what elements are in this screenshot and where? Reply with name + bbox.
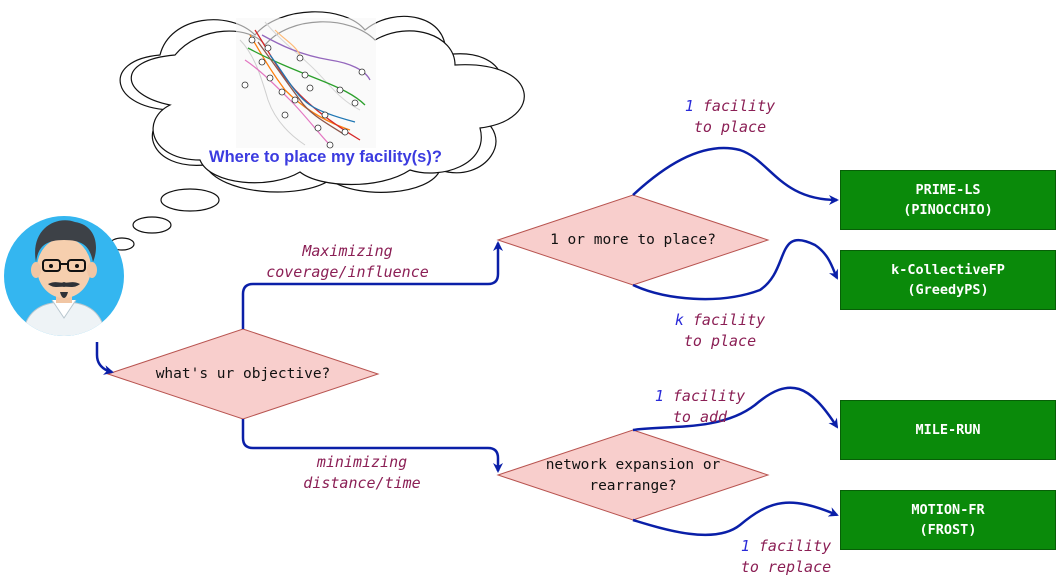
place-count-question: 1 or more to place? xyxy=(550,232,716,248)
one-replace-arrow xyxy=(632,501,839,537)
avatar-to-objective-arrow xyxy=(95,342,114,375)
motion-fr-box: MOTION-FR (FROST) xyxy=(840,490,1056,550)
one-place-arrow xyxy=(632,146,839,205)
expansion-diamond xyxy=(496,429,770,521)
objective-question: what's ur objective? xyxy=(155,366,331,382)
expansion-question: network expansion or rearrange? xyxy=(545,457,721,494)
place-count-diamond xyxy=(496,194,770,286)
minimizing-arrow xyxy=(241,419,503,473)
hurricane-track-map xyxy=(236,18,376,149)
one-add-arrow xyxy=(632,386,839,432)
minimizing-label: minimizing distance/time xyxy=(303,453,421,492)
thought-bubble-medium xyxy=(132,216,172,234)
k-place-label: k facility to place xyxy=(674,311,766,350)
one-add-label: 1 facility to add xyxy=(654,387,746,426)
thought-bubble-large xyxy=(160,188,220,212)
one-place-label: 1 facility to place xyxy=(684,97,776,136)
maximizing-arrow xyxy=(241,241,503,329)
thought-question: Where to place my facility(s)? xyxy=(209,148,442,166)
one-replace-label: 1 facility to replace xyxy=(740,537,832,576)
mile-run-box: MILE-RUN xyxy=(840,400,1056,460)
prime-ls-box: PRIME-LS (PINOCCHIO) xyxy=(840,170,1056,230)
k-place-arrow xyxy=(632,238,839,301)
maximizing-label: Maximizing coverage/influence xyxy=(266,242,429,281)
objective-diamond xyxy=(106,328,380,420)
k-collective-box: k-CollectiveFP (GreedyPS) xyxy=(840,250,1056,310)
user-avatar xyxy=(4,216,124,336)
